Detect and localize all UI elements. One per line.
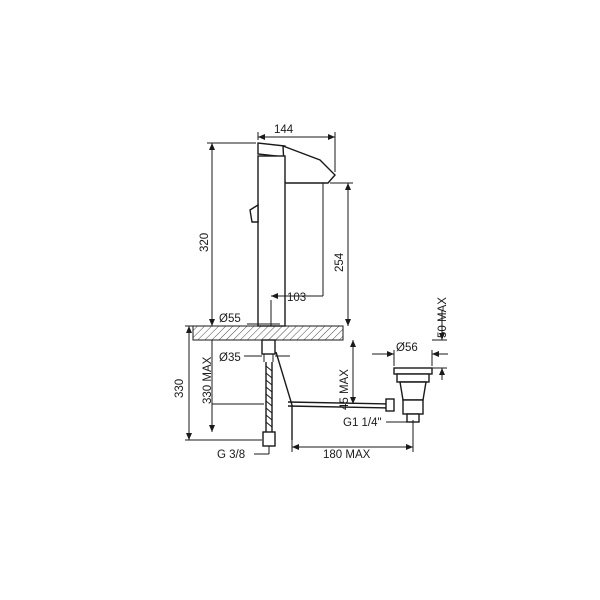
dim-g-3-8: G 3/8 bbox=[217, 449, 245, 461]
dim-g1-1-4: G1 1/4" bbox=[343, 417, 382, 429]
dim-320: 320 bbox=[199, 233, 211, 252]
dim-dia-35: Ø35 bbox=[219, 352, 241, 364]
pop-up-waste bbox=[385, 367, 433, 423]
faucet-body bbox=[249, 142, 336, 327]
dim-330: 330 bbox=[174, 379, 186, 398]
dim-144: 144 bbox=[274, 124, 294, 136]
countertop bbox=[192, 325, 344, 341]
dim-dia-55: Ø55 bbox=[219, 313, 241, 325]
dim-103: 103 bbox=[287, 292, 306, 304]
dim-dia-56: Ø56 bbox=[396, 342, 418, 354]
dim-50-max: 50 MAX bbox=[437, 297, 449, 338]
dim-254: 254 bbox=[334, 252, 346, 272]
dim-180-max: 180 MAX bbox=[323, 449, 371, 461]
shank-and-hose bbox=[261, 339, 391, 447]
dim-330-max: 330 MAX bbox=[202, 356, 214, 404]
dim-45-max: 45 MAX bbox=[339, 369, 351, 410]
